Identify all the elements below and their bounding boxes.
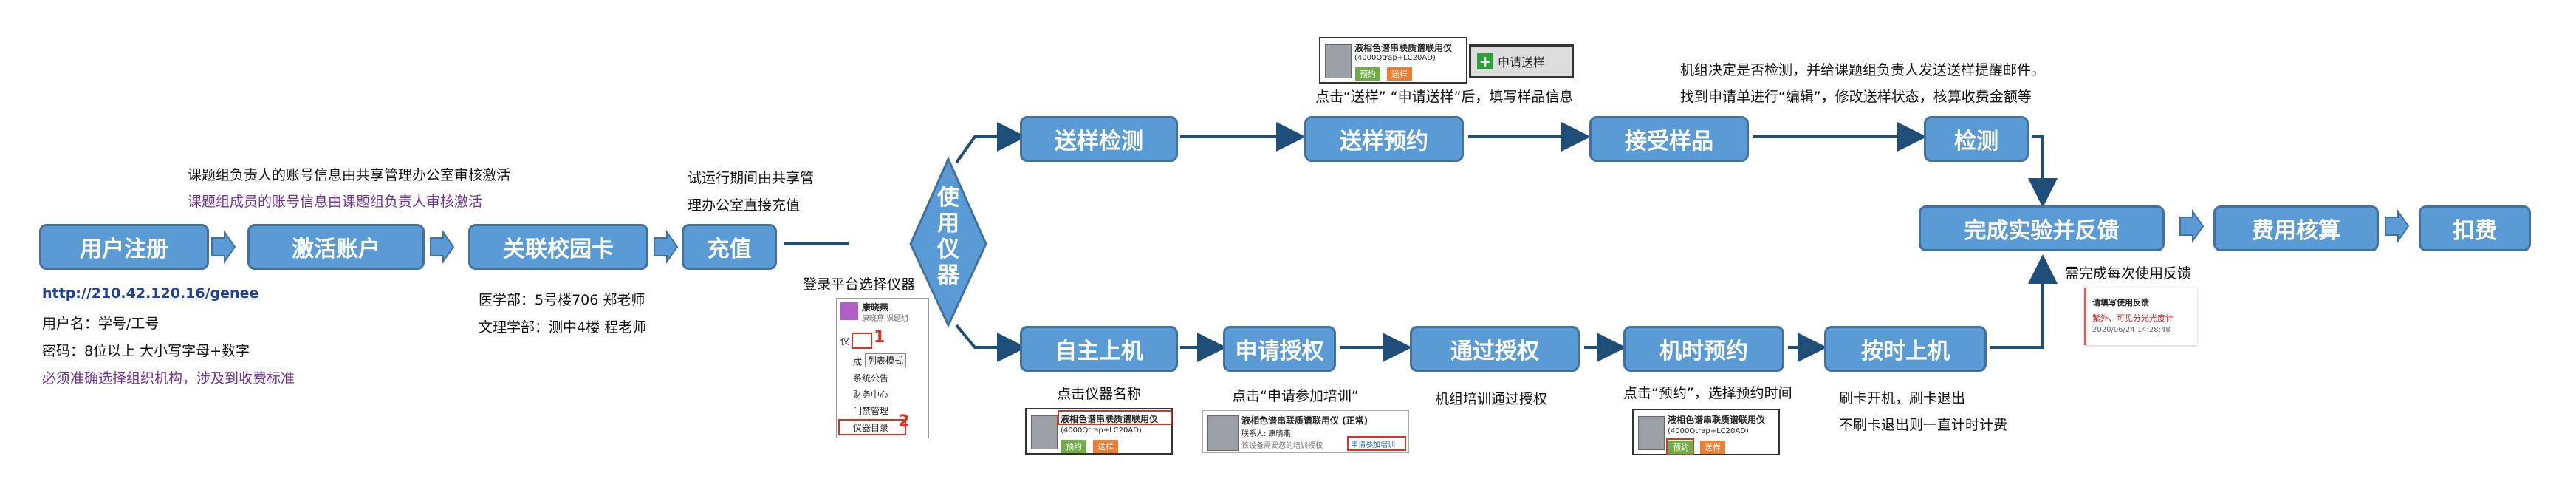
on-time-box: 按时上机 [1824, 326, 1987, 372]
instrument-model: (4000Qtrap+LC20AD) [1354, 54, 1436, 62]
pass-auth-box: 通过授权 [1410, 326, 1580, 372]
arrow-fee-to-deduct [2385, 208, 2410, 244]
activate-box: 激活账户 [247, 224, 425, 270]
arrow-link-to-recharge [654, 229, 679, 265]
review-note-1: 机组决定是否检测，并给课题组负责人发送送样提醒邮件。 [1680, 62, 2046, 78]
campus-medical-note: 医学部：5号楼706 郑老师 [479, 292, 645, 308]
send-button[interactable]: 送样 [1387, 67, 1412, 81]
menu-mode-tooltip: 列表模式 [865, 353, 907, 367]
arrow-use-to-self [955, 324, 1027, 362]
apply-training-frame [1347, 436, 1406, 451]
time-appt-box: 机时预约 [1623, 326, 1784, 372]
apply-send-button[interactable]: + 申请送样 [1469, 44, 1574, 78]
arrow-ontime-to-complete [1990, 254, 2058, 349]
receive-sample-box: 接受样品 [1589, 116, 1749, 162]
recharge-note-1: 试运行期间由共享管 [688, 170, 815, 186]
step-number-2: 2 [898, 412, 910, 431]
register-box: 用户注册 [39, 224, 209, 270]
reserve-frame [1666, 438, 1694, 455]
username-note: 用户名：学号/工号 [42, 316, 160, 332]
activate-note-member: 课题组成员的账号信息由课题组负责人审核激活 [188, 194, 483, 210]
card-note-2: 不刷卡退出则一直计时计费 [1839, 417, 2008, 433]
instrument-name-normal: 液相色谱串联质谱联用仪 (正常) [1241, 415, 1368, 426]
click-training-note: 点击“申请参加培训” [1232, 388, 1359, 404]
menu-user-name: 康晓燕 [862, 302, 889, 313]
feedback-instrument: 紫外、可见分光光度计 [2092, 313, 2174, 323]
send-button-4[interactable]: 送样 [1700, 441, 1725, 454]
use-instrument-label: 使用仪器 [937, 185, 959, 288]
arrow-complete-to-fee [2179, 208, 2205, 244]
platform-url-link[interactable]: http://210.42.120.16/genee [42, 285, 259, 302]
apply-auth-box: 申请授权 [1223, 326, 1336, 372]
feedback-note: 需完成每次使用反馈 [2065, 265, 2192, 282]
instrument-model-2: (4000Qtrap+LC20AD) [1061, 426, 1142, 435]
menu-instrument-frame [852, 333, 872, 349]
instrument-thumbnail-3 [1208, 415, 1239, 451]
use-instrument-diamond [909, 156, 987, 328]
login-select-note: 登录平台选择仪器 [803, 276, 916, 293]
recharge-note-2: 理办公室直接充值 [688, 197, 801, 214]
menu-item-access[interactable]: 门禁管理 [853, 406, 889, 416]
send-test-box: 送样检测 [1020, 116, 1178, 162]
menu-item-catalog[interactable]: 仪器目录 [853, 423, 889, 433]
instrument-thumbnail-2 [1031, 415, 1058, 449]
group-training-note: 机组培训通过授权 [1435, 391, 1548, 407]
menu-screenshot: 康晓燕 康晓燕 课题组 仪 列表模式 成 系统公告 财务中心 门禁管理 仪器目录 [836, 298, 929, 438]
step-number-1: 1 [874, 328, 886, 347]
reserve-button-4[interactable]: 预约 [1668, 441, 1693, 454]
instrument-model-4: (4000Qtrap+LC20AD) [1668, 427, 1749, 435]
feedback-title: 请填写使用反馈 [2092, 298, 2149, 307]
menu-catalog-frame [838, 419, 906, 435]
instrument-thumbnail-4 [1638, 416, 1665, 450]
link-card-box: 关联校园卡 [468, 224, 648, 270]
arrow-register-to-activate [211, 229, 236, 265]
feedback-card: 请填写使用反馈 紫外、可见分光光度计 2020/06/24 14:28:48 [2084, 288, 2197, 345]
reserve-card-screenshot: 液相色谱串联质谱联用仪 (4000Qtrap+LC20AD) 预约 送样 [1632, 409, 1780, 455]
arrow-detect-to-complete [2028, 135, 2058, 208]
plus-icon: + [1477, 53, 1493, 69]
complete-feedback-box: 完成实验并反馈 [1919, 205, 2165, 251]
avatar [840, 302, 858, 320]
menu-item-2[interactable]: 成 [853, 357, 863, 367]
apply-training-button[interactable]: 申请参加培训 [1351, 441, 1395, 449]
fee-accounting-box: 费用核算 [2213, 205, 2379, 251]
send-card-screenshot: 液相色谱串联质谱联用仪 (4000Qtrap+LC20AD) 预约 送样 [1319, 37, 1467, 84]
reserve-button-2[interactable]: 预约 [1061, 440, 1086, 453]
menu-user-role: 康晓燕 课题组 [862, 315, 909, 323]
arrow-use-to-send [955, 122, 1027, 164]
campus-arts-note: 文理学部：测中4楼 程老师 [479, 319, 647, 336]
instrument-name-4: 液相色谱串联质谱联用仪 [1668, 415, 1766, 425]
org-note: 必须准确选择组织机构，涉及到收费标准 [42, 370, 295, 387]
device-note: 该设备需要您的培训授权 [1241, 442, 1323, 450]
menu-item-instrument[interactable]: 仪 [840, 336, 850, 347]
send-appt-box: 送样预约 [1304, 116, 1464, 162]
training-card-screenshot: 液相色谱串联质谱联用仪 (正常) 联系人: 康晓燕 该设备需要您的培训授权 申请… [1202, 410, 1409, 453]
password-note: 密码：8位以上 大小写字母+数字 [42, 343, 250, 359]
recharge-box: 充值 [682, 224, 777, 270]
instrument-name-frame [1058, 410, 1172, 425]
activate-note-leader: 课题组负责人的账号信息由共享管理办公室审核激活 [188, 167, 511, 183]
name-card-screenshot: 液相色谱串联质谱联用仪 (4000Qtrap+LC20AD) 预约 送样 [1025, 408, 1173, 455]
click-reserve-note: 点击“预约”，选择预约时间 [1623, 385, 1792, 401]
instrument-name: 液相色谱串联质谱联用仪 [1354, 43, 1453, 53]
apply-send-label: 申请送样 [1498, 55, 1546, 69]
contact-person: 联系人: 康晓燕 [1241, 430, 1291, 438]
instrument-thumbnail [1325, 44, 1352, 78]
review-note-2: 找到申请单进行“编辑”，修改送样状态，核算收费金额等 [1680, 89, 2032, 105]
instrument-name-2[interactable]: 液相色谱串联质谱联用仪 [1061, 414, 1159, 424]
menu-item-finance[interactable]: 财务中心 [853, 390, 889, 400]
send-button-2[interactable]: 送样 [1093, 440, 1118, 453]
detect-box: 检测 [1924, 116, 2029, 162]
feedback-time: 2020/06/24 14:28:48 [2092, 326, 2171, 334]
send-appt-note: 点击“送样” “申请送样”后，填写样品信息 [1315, 89, 1574, 105]
arrow-activate-to-link [430, 229, 455, 265]
self-operate-box: 自主上机 [1020, 326, 1178, 372]
deduct-box: 扣费 [2419, 205, 2531, 251]
card-note-1: 刷卡开机，刷卡退出 [1839, 390, 1966, 407]
click-name-note: 点击仪器名称 [1057, 386, 1142, 402]
menu-item-notice[interactable]: 系统公告 [853, 373, 889, 384]
reserve-button[interactable]: 预约 [1355, 67, 1380, 81]
